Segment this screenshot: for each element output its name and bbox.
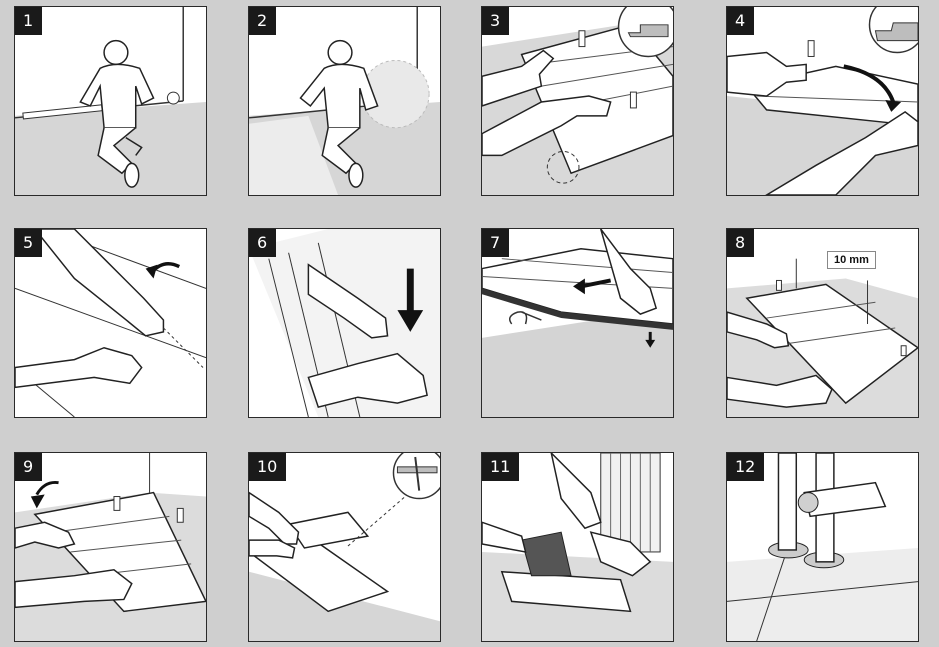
- step-8-panel: 8 10 mm: [726, 228, 919, 418]
- step-11-illustration: [482, 453, 673, 641]
- step-11-panel: 11: [481, 452, 674, 642]
- step-12-number: 12: [727, 453, 764, 481]
- step-10-panel: 10: [248, 452, 441, 642]
- step-8-illustration: [727, 229, 918, 417]
- step-12-panel: 12: [726, 452, 919, 642]
- step-2-illustration: [249, 7, 440, 195]
- step-10-number: 10: [249, 453, 286, 481]
- step-9-panel: 9: [14, 452, 207, 642]
- step-2-number: 2: [249, 7, 276, 35]
- step-3-panel: 3: [481, 6, 674, 196]
- step-5-illustration: [15, 229, 206, 417]
- step-8-number: 8: [727, 229, 754, 257]
- step-6-illustration: [249, 229, 440, 417]
- expansion-gap-callout: 10 mm: [827, 251, 876, 269]
- step-9-illustration: [15, 453, 206, 641]
- step-7-illustration: [482, 229, 673, 417]
- step-5-panel: 5: [14, 228, 207, 418]
- step-7-number: 7: [482, 229, 509, 257]
- step-6-number: 6: [249, 229, 276, 257]
- step-12-illustration: [727, 453, 918, 641]
- step-9-number: 9: [15, 453, 42, 481]
- step-7-panel: 7: [481, 228, 674, 418]
- step-3-illustration: [482, 7, 673, 195]
- step-6-panel: 6: [248, 228, 441, 418]
- step-4-illustration: [727, 7, 918, 195]
- step-3-number: 3: [482, 7, 509, 35]
- step-4-number: 4: [727, 7, 754, 35]
- step-4-panel: 4: [726, 6, 919, 196]
- step-1-illustration: [15, 7, 206, 195]
- step-2-panel: 2: [248, 6, 441, 196]
- step-1-panel: 1: [14, 6, 207, 196]
- step-5-number: 5: [15, 229, 42, 257]
- step-10-illustration: [249, 453, 440, 641]
- step-11-number: 11: [482, 453, 519, 481]
- step-1-number: 1: [15, 7, 42, 35]
